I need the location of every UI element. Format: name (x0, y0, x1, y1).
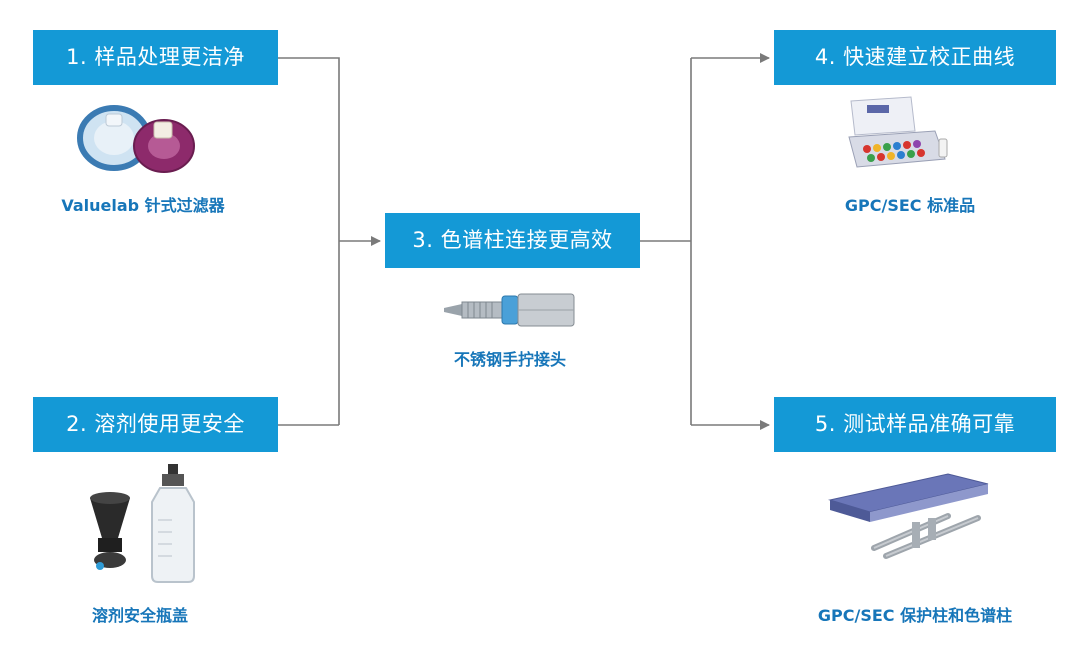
step-3-caption: 不锈钢手拧接头 (453, 350, 566, 369)
step-3-label: 3. 色谱柱连接更高效 (412, 228, 613, 252)
standards-kit-photo (848, 96, 948, 168)
step-1-caption: Valuelab 针式过滤器 (61, 196, 225, 215)
stainless-fitting-photo (444, 293, 575, 327)
columns-photo (828, 473, 989, 559)
step-4-caption: GPC/SEC 标准品 (844, 196, 976, 215)
step-4-box: 4. 快速建立校正曲线 (774, 30, 1056, 85)
step-1-box: 1. 样品处理更洁净 (33, 30, 278, 85)
step-5-box: 5. 测试样品准确可靠 (774, 397, 1056, 452)
connector-step1 (278, 57, 340, 425)
step-5-caption: GPC/SEC 保护柱和色谱柱 (817, 606, 1013, 625)
step-1-label: 1. 样品处理更洁净 (66, 45, 245, 69)
solvent-safety-cap-bottle-photo (90, 464, 195, 583)
step-3-box: 3. 色谱柱连接更高效 (385, 213, 640, 268)
step-2-caption: 溶剂安全瓶盖 (91, 606, 188, 625)
step-2-box: 2. 溶剂使用更安全 (33, 397, 278, 452)
syringe-filters-photo (77, 105, 195, 173)
step-5-label: 5. 测试样品准确可靠 (814, 412, 1016, 436)
step-4-label: 4. 快速建立校正曲线 (814, 45, 1016, 69)
step-2-label: 2. 溶剂使用更安全 (66, 412, 245, 436)
